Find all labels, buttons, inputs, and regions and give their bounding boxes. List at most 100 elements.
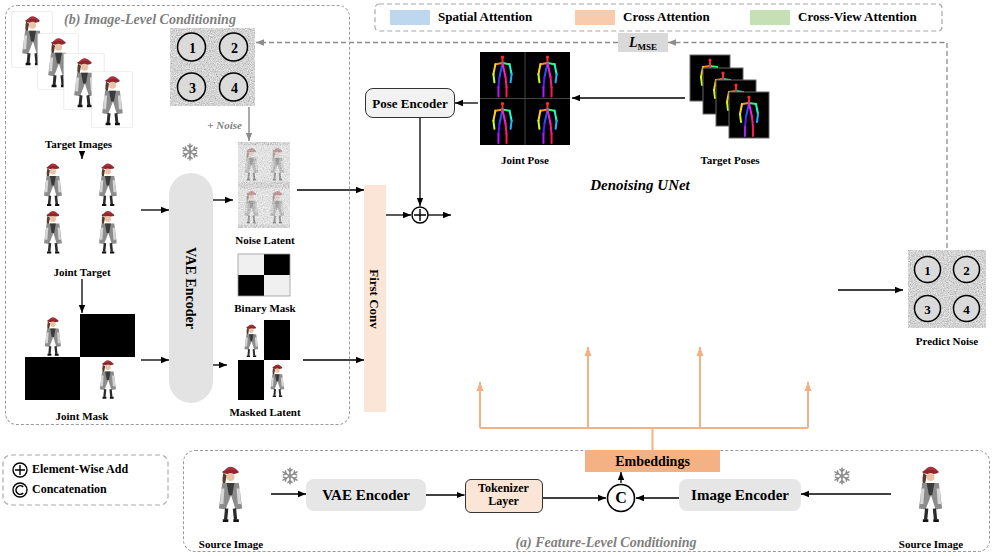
joint-target-image [36,160,125,255]
legend-swatch [750,10,790,25]
spatial-attention-block [780,200,798,380]
text-anchor: Source Image [899,534,963,552]
source-image: Source Image [891,461,971,551]
joint-pose-image [480,52,570,145]
arrow-connector [271,493,306,494]
cross-view-attention-block [598,237,618,345]
label-text: Joint Mask [56,410,109,423]
ellipsis-dot [753,288,757,292]
arrow-connector [81,151,82,159]
label-text: Embeddings [615,454,690,470]
label-text: 2 [963,264,970,279]
label-text: 1 [189,41,196,57]
pose-grid: Joint Pose [478,50,572,167]
frozen-icon [183,144,197,160]
arrow-connector [653,347,701,450]
text-anchor: Joint Target [53,262,110,280]
arrow-connector [543,497,607,498]
text-anchor: First Conv [366,269,384,329]
text-anchor: VAE Encoder [182,247,200,329]
ellipsis-dot [538,288,542,292]
text-anchor: Masked Latent [229,402,300,420]
legend-item: Spatial Attention [390,10,532,25]
encoder-box: Pose Encoder [365,88,455,118]
text-anchor: 3 [924,300,931,318]
add-symbol [412,207,451,223]
text-anchor: 1 [924,261,931,279]
frozen-icon [283,468,297,484]
loss-box: LMSE [618,33,668,52]
label-text: Cross-View Attention [798,10,917,25]
ellipsis-dot [518,288,522,292]
cross-view-attention-block [818,200,838,380]
add-symbol-sample [13,463,27,477]
circle-border [608,485,635,512]
label-text: 3 [924,303,931,318]
mask-grid: Joint Mask [23,313,141,423]
ellipsis-dot [528,288,532,292]
text-anchor: 4 [231,79,238,97]
text-anchor: Binary Mask [234,298,295,316]
spatial-attention-block [672,237,690,345]
label-text: 1 [924,264,931,279]
encoder-block: VAE Encoder [169,173,213,403]
legend-item: Cross-View Attention [750,10,917,25]
arrow-connector [455,102,478,103]
label-text: Source Image [899,538,963,551]
text-anchor: Pose Encoder [372,94,447,112]
label-text: Joint Target [53,266,110,279]
cross-view-attention-block [490,200,510,380]
arrow-connector [141,359,169,360]
label-text: Binary Mask [234,302,295,315]
text-anchor: Source Image [199,534,263,552]
text-anchor: LMSE [629,33,657,52]
joint-mask-image [25,314,135,400]
label-text: (b) Image-Level Conditioning [64,12,236,28]
text-anchor: Noise Latent [235,230,295,248]
frozen-icon [835,468,849,484]
text-anchor: (a) Feature-Level Conditioning [515,533,696,551]
label-text: Pose Encoder [372,97,447,112]
arrow-connector [572,97,685,98]
label-text: VAE Encoder [322,487,410,504]
legend-swatch [390,10,430,25]
arrow-connector [256,42,618,43]
arrow-connector [426,494,465,495]
label-text: Denoising UNet [590,177,690,194]
tokenizer-box: Tokenizer Layer [465,479,543,513]
text-anchor: Denoising UNet [590,176,690,194]
legend-frame [3,4,942,505]
label-text: 2 [231,41,238,57]
cross-attention-block [690,237,710,345]
arrow-connector [81,279,82,313]
text-anchor: 2 [963,261,970,279]
label-text: Target Images [45,138,112,151]
label-text: Image Encoder [691,487,789,504]
encoder-trapezoid [362,155,645,412]
label-text: VAE Encoder [182,247,198,329]
ellipsis-dot [763,288,767,292]
label-text: Predict Noise [916,335,978,348]
cross-attention-block [798,200,818,380]
label-text: Spatial Attention [438,10,532,25]
unet-shape: Denoising UNet [360,150,900,412]
latent-image: Masked Latent [227,319,303,419]
label-text: (a) Feature-Level Conditioning [515,535,696,551]
label-text: Element-Wise Add [32,463,128,477]
arrow-connector [419,118,420,206]
label-text: Cross Attention [623,10,710,25]
text-anchor: Predict Noise [916,331,978,349]
arrow-connector [297,189,364,190]
label-text: C [615,489,627,507]
label-text: + Noise [207,119,242,132]
encoder-box: Image Encoder [679,479,801,511]
source-image: Source Image [191,461,271,551]
arrow-connector [213,199,233,200]
legend-border [375,4,942,31]
label-text: Source Image [199,538,263,551]
label-text: Joint Pose [501,154,549,167]
concat-symbol-sample [13,483,27,497]
edge-label: + Noise [205,115,244,133]
